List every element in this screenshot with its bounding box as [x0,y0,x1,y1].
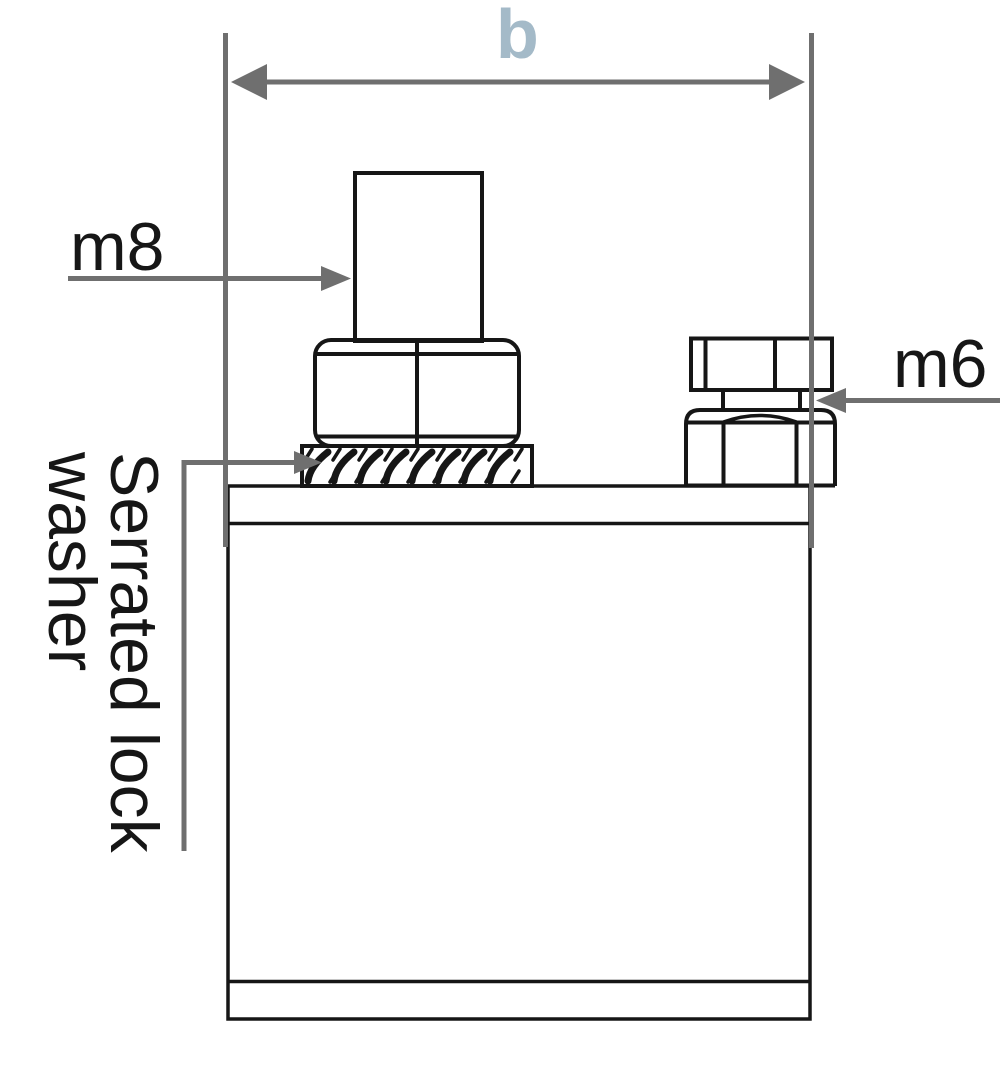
m6-bolt-head [689,336,834,392]
arrowhead-left-icon [231,64,267,100]
m6-leader-arrow [816,388,1000,413]
m8-bolt-shaft [353,171,484,343]
washer-serration-tick [380,469,391,484]
washer-serration [330,448,358,485]
m6-arrowhead-icon [816,388,846,413]
m8-leader-arrow [68,266,351,291]
washer-serration-tick [458,469,469,484]
arrowhead-right-icon [769,64,805,100]
m6-head-outline [689,336,834,392]
washer-serration-tick [461,447,472,462]
m6-bolt-label: m6 [893,326,988,402]
washer-serration-tick [354,469,365,484]
dimension-b-label: b [496,0,539,73]
washer-serration [486,448,514,485]
washer-serration-tick [357,447,368,462]
m6-nut-outline [684,408,837,486]
washer-leader-path [181,460,298,851]
washer-serration-tick [513,447,524,462]
m8-bolt-label: m8 [70,209,165,285]
washer-arrowhead-icon [294,451,322,474]
washer-serration [434,448,462,485]
washer-serration [460,448,488,485]
washer-leader-line [181,451,322,851]
washer-serration [356,448,384,485]
washer-serration-tick [487,447,498,462]
washer-serration-tick [409,447,420,462]
washer-serration-tick [432,469,443,484]
m8-nut [313,338,521,448]
washer-serration-tick [328,469,339,484]
washer-serration-tick [484,469,495,484]
washer-serration [382,448,410,485]
washer-serration [304,448,332,485]
serrated-lock-washer [300,444,534,488]
washer-serration-tick [435,447,446,462]
serrated-lock-washer-label: Serrated lock washer [34,452,172,853]
body-outline [226,484,812,1021]
washer-serration-tick [510,469,521,484]
washer-serration-tick [331,447,342,462]
washer-serration-tick [406,469,417,484]
washer-serration [408,448,436,485]
dimension-line-b [231,64,805,100]
m8-arrowhead-icon [321,266,351,291]
mounting-body [226,484,812,1021]
m6-bolt-neck [721,390,802,410]
washer-serration-tick [383,447,394,462]
m6-nut-chamfer-arc [722,413,798,424]
